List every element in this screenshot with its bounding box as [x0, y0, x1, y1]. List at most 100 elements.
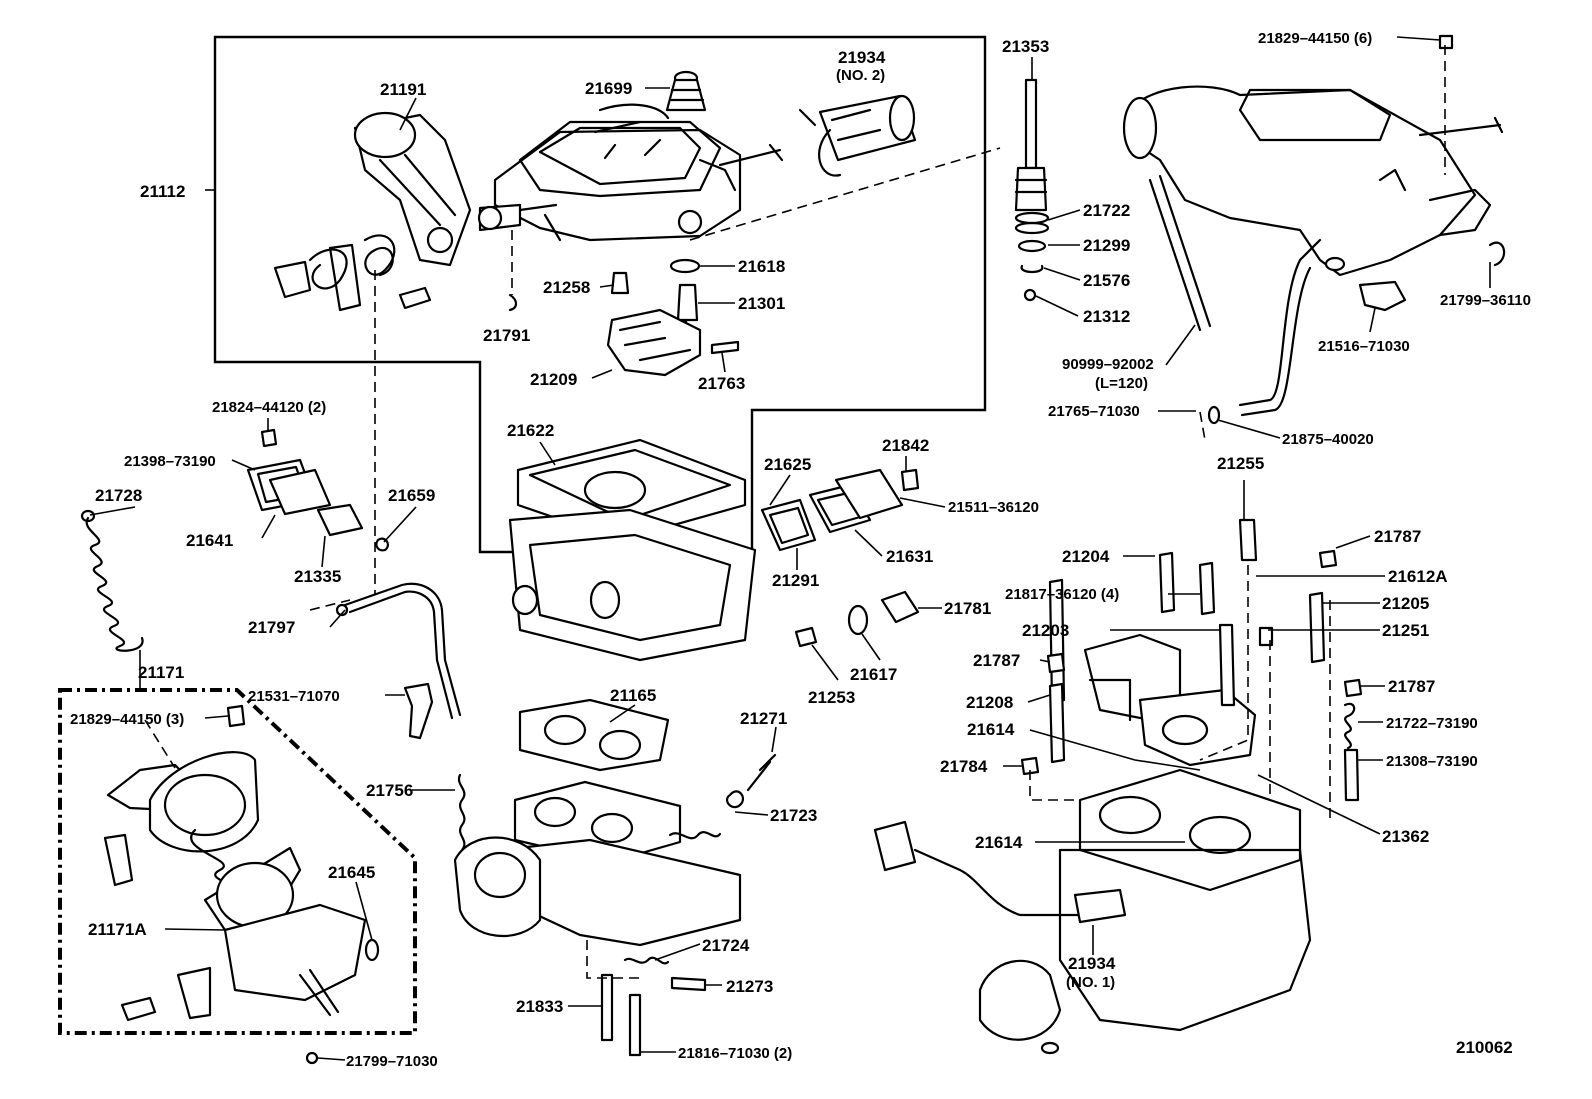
label-21617: 21617: [850, 665, 897, 684]
drawing-id: 210062: [1456, 1038, 1513, 1057]
intake-manifold-drawing: [1122, 34, 1504, 277]
label-21756: 21756: [366, 781, 413, 800]
part-21763-drawing: [710, 340, 740, 355]
label-21724: 21724: [702, 936, 750, 955]
label-21511-36120: 21511–36120: [948, 499, 1039, 516]
pipe-21875-drawing: [1238, 238, 1322, 417]
label-21171: 21171: [138, 663, 184, 682]
part-21353-stack-drawing: [1014, 78, 1050, 302]
label-21722: 21722: [1083, 201, 1130, 220]
part-21934-no2-drawing: [798, 94, 917, 177]
label-21934-no2: 21934: [838, 48, 886, 67]
label-21209: 21209: [530, 370, 577, 389]
part-21531-drawing: [403, 682, 434, 740]
label-21612a: 21612A: [1388, 567, 1448, 586]
label-21645: 21645: [328, 863, 375, 882]
label-21291: 21291: [772, 571, 819, 590]
label-21816-71030-2: 21816–71030 (2): [678, 1045, 792, 1062]
label-21833: 21833: [516, 997, 563, 1016]
part-21617-drawing: [847, 604, 869, 636]
diaphragm-assembly-drawing: [103, 704, 380, 1022]
label-21335: 21335: [294, 567, 341, 586]
label-21516-71030: 21516–71030: [1318, 338, 1410, 355]
label-21312: 21312: [1083, 307, 1130, 326]
part-21641-drawing: [268, 468, 332, 516]
part-21258-drawing: [610, 271, 630, 295]
label-21618: 21618: [738, 257, 785, 276]
label-21614-a: 21614: [967, 720, 1015, 739]
label-21398-73190: 21398–73190: [124, 453, 216, 470]
label-21699: 21699: [585, 79, 632, 98]
part-21791-drawing: [508, 293, 518, 312]
label-21787-b: 21787: [973, 651, 1020, 670]
label-21817-36120-4: 21817–36120 (4): [1005, 586, 1119, 603]
label-21797: 21797: [248, 618, 295, 637]
label-21165: 21165: [610, 686, 656, 705]
part-21781-drawing: [880, 590, 920, 624]
lower-body-drawing: [873, 518, 1363, 1055]
label-21625: 21625: [764, 455, 811, 474]
label-21271: 21271: [740, 709, 787, 728]
part-21516-drawing: [1358, 280, 1407, 312]
part-21511-drawing: [834, 468, 904, 520]
label-21829-44150-6: 21829–44150 (6): [1258, 30, 1372, 47]
label-21531-71070: 21531–71070: [248, 688, 340, 705]
guide-lines: [144, 45, 1446, 979]
label-21799-71030: 21799–71030: [346, 1053, 438, 1070]
label-21253: 21253: [808, 688, 855, 707]
label-21273: 21273: [726, 977, 773, 996]
part-21659-drawing: [375, 537, 389, 552]
label-21251: 21251: [1382, 621, 1429, 640]
label-21258: 21258: [543, 278, 590, 297]
label-21784: 21784: [940, 757, 988, 776]
label-21723: 21723: [770, 806, 817, 825]
part-21209-drawing: [606, 308, 702, 377]
label-21791: 21791: [483, 326, 530, 345]
label-21829-44150-3: 21829–44150 (3): [70, 711, 184, 728]
label-21722-73190: 21722–73190: [1386, 715, 1478, 732]
label-21875-40020: 21875–40020: [1282, 431, 1374, 448]
pipe-21797-drawing: [343, 582, 462, 720]
label-21204: 21204: [1062, 547, 1110, 566]
spring-21728-drawing: [80, 509, 144, 652]
label-90999-length: (L=120): [1095, 375, 1148, 392]
part-21618-drawing: [669, 258, 701, 274]
label-21781: 21781: [944, 599, 991, 618]
label-21787-a: 21787: [1374, 527, 1421, 546]
label-21934-no1: 21934: [1068, 954, 1116, 973]
label-21171a: 21171A: [88, 920, 147, 939]
label-21763: 21763: [698, 374, 745, 393]
label-90999-92002: 90999–92002: [1062, 356, 1154, 373]
label-21659: 21659: [388, 486, 435, 505]
label-21787-c: 21787: [1388, 677, 1435, 696]
leader-lines: [89, 36, 1491, 1061]
main-body-drawing: [508, 438, 757, 662]
part-21335-drawing: [316, 503, 364, 537]
part-21191-drawing: [273, 111, 472, 312]
label-21191: 21191: [380, 80, 426, 99]
washer-21875-drawing: [1207, 405, 1221, 425]
label-21299: 21299: [1083, 236, 1130, 255]
throttle-body-drawing: [453, 698, 777, 1057]
part-labels: 21191 21112 21699 21934 (NO. 2) 21353 21…: [70, 30, 1531, 1070]
label-21255: 21255: [1217, 454, 1264, 473]
label-21765-71030: 21765–71030: [1048, 403, 1140, 420]
label-21631: 21631: [886, 547, 933, 566]
label-21205: 21205: [1382, 594, 1429, 613]
part-21824-drawing: [260, 428, 278, 448]
label-21641: 21641: [186, 531, 233, 550]
washer-21799-71030-drawing: [305, 1051, 319, 1065]
label-21728: 21728: [95, 486, 142, 505]
gasket-21291-drawing: [760, 498, 817, 552]
diaphragm-assembly-frame: [58, 688, 417, 1035]
label-21614-b: 21614: [975, 833, 1023, 852]
label-21799-36110: 21799–36110: [1440, 292, 1531, 309]
part-21799-36110-drawing: [1488, 241, 1506, 267]
air-horn-drawing: [477, 120, 784, 242]
label-21301: 21301: [738, 294, 785, 313]
label-21622: 21622: [507, 421, 554, 440]
label-21112: 21112: [140, 182, 185, 201]
label-21362: 21362: [1382, 827, 1429, 846]
